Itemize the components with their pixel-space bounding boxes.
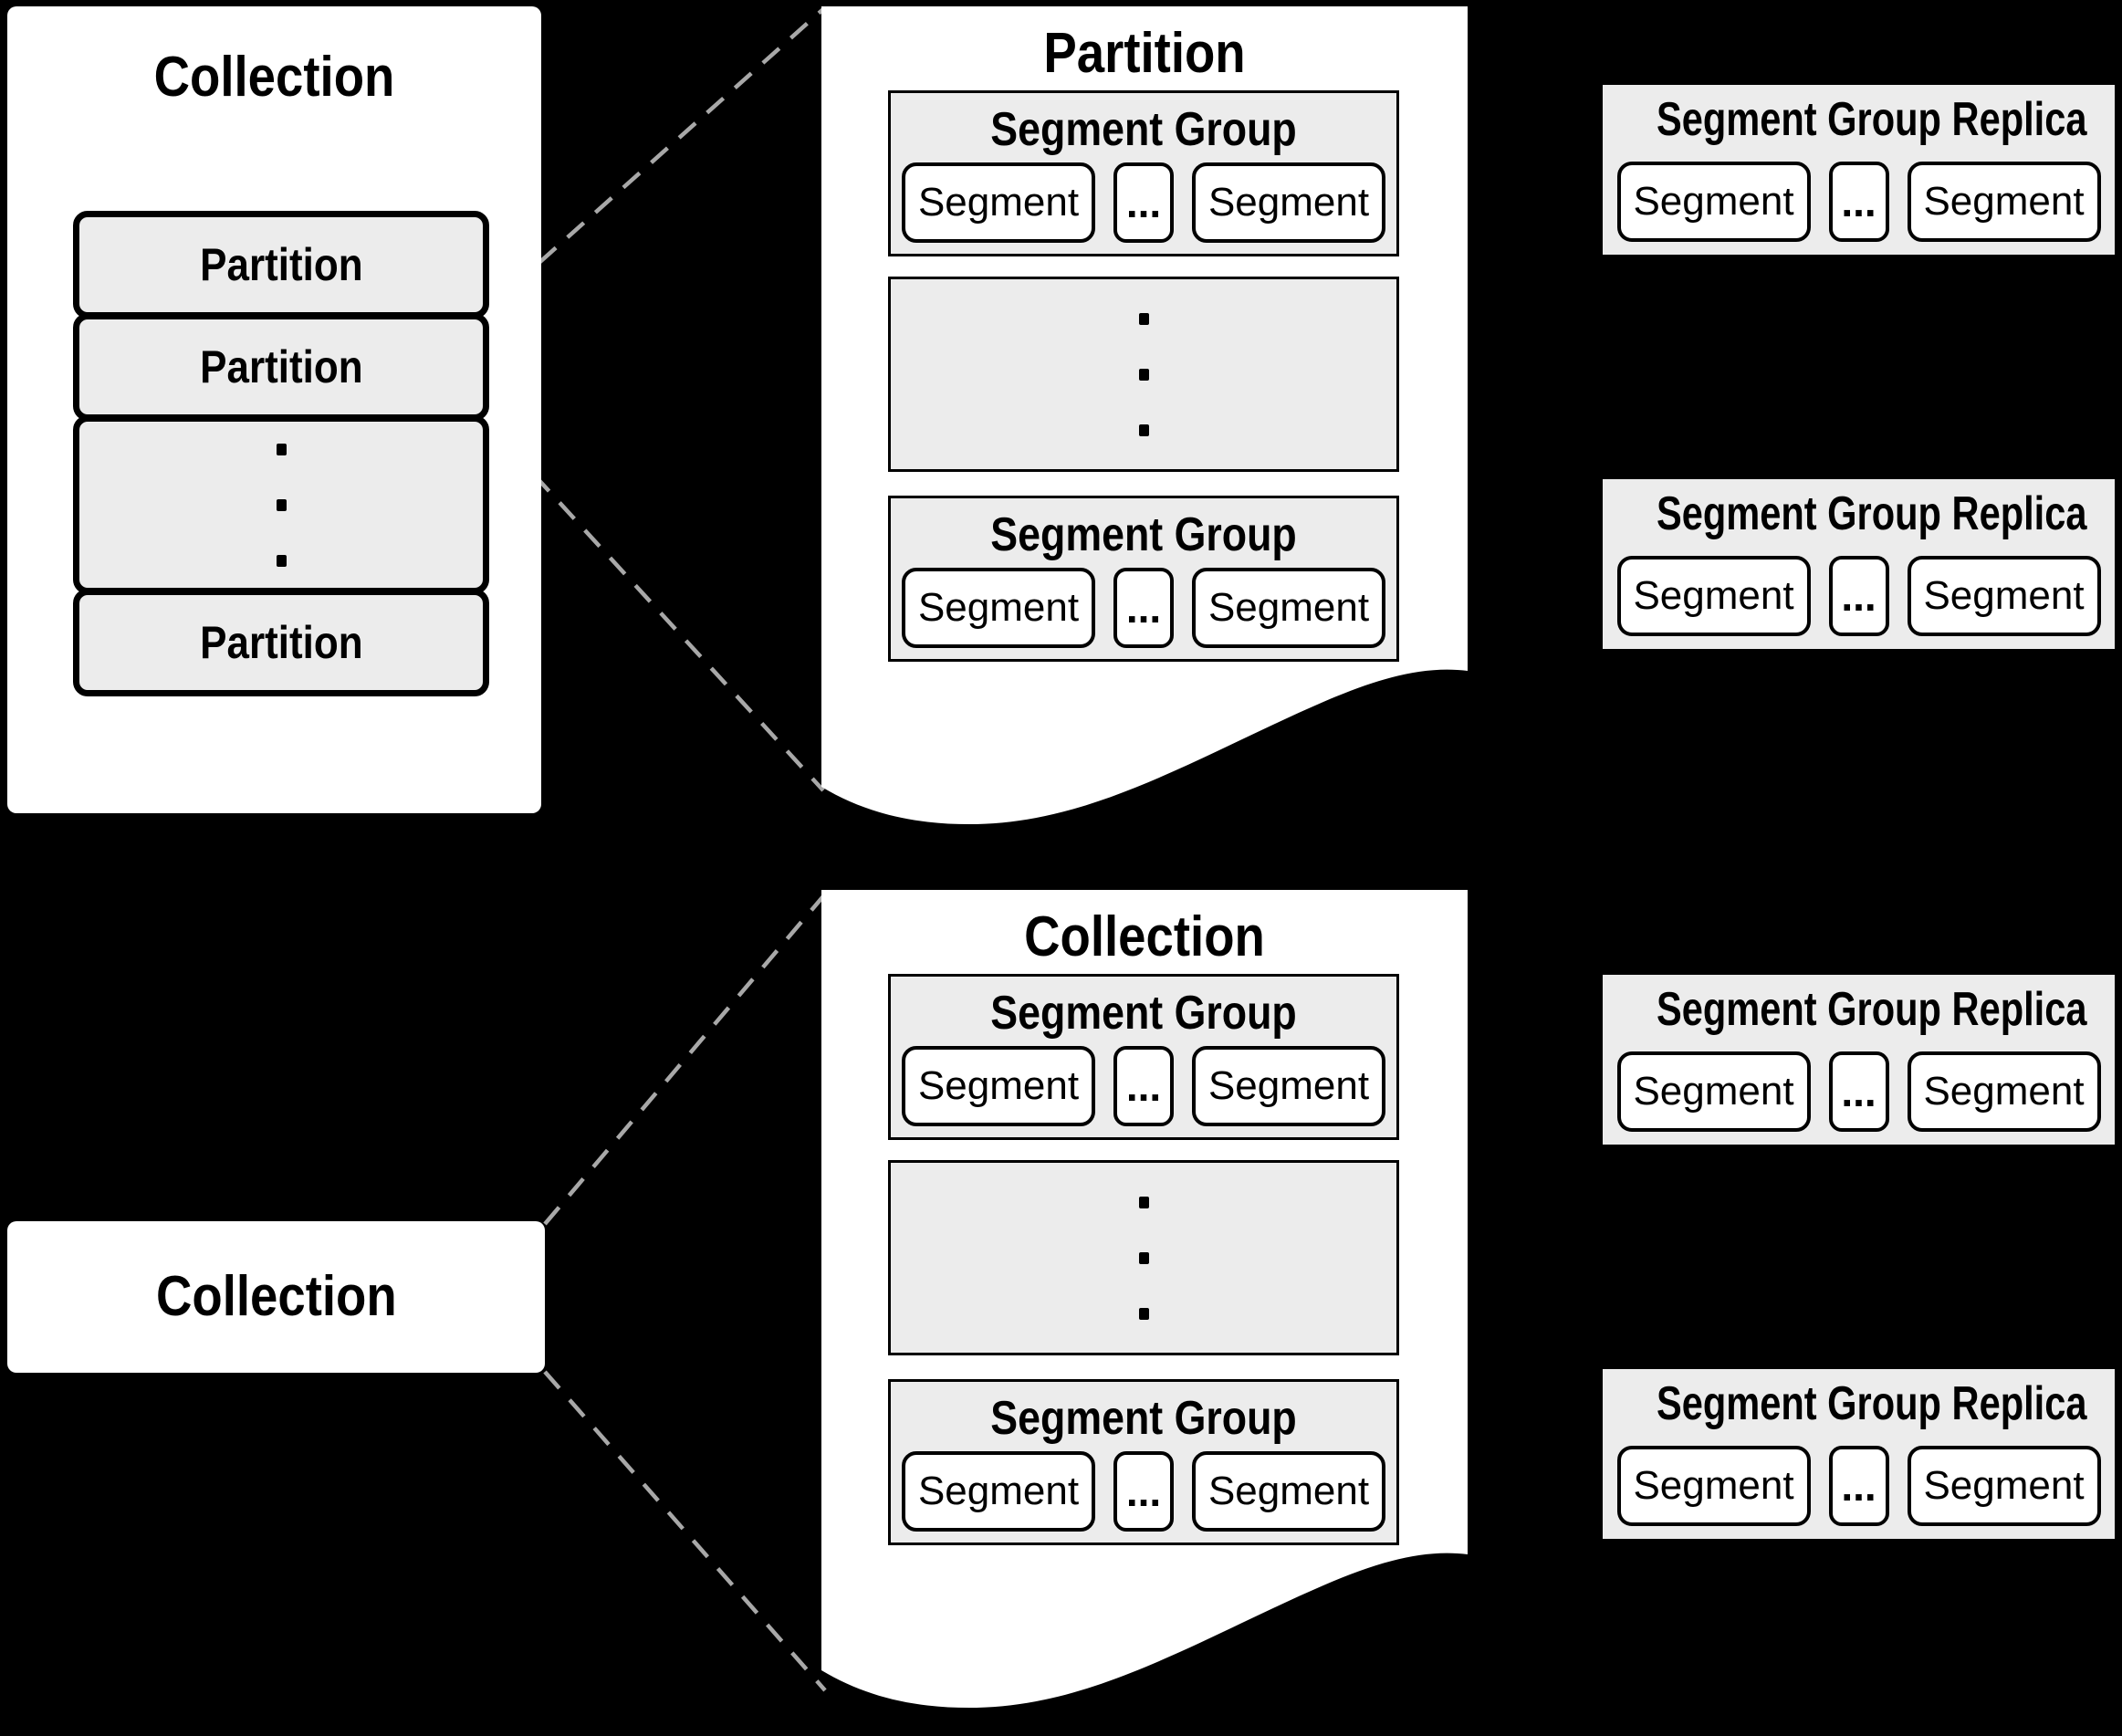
segment-group-replica-2: Segment Group Replica Segment ... Segmen… (1600, 476, 2117, 652)
segment-box: Segment (902, 1046, 1095, 1126)
segment-box: Segment (1616, 1051, 1811, 1132)
segment-box: Segment (1616, 1446, 1811, 1526)
segment-group-replica-3: Segment Group Replica Segment ... Segmen… (1600, 972, 2117, 1147)
vertical-ellipsis-dots (276, 443, 287, 567)
segment-ellipsis-box: ... (1113, 162, 1174, 243)
segment-box: Segment (902, 162, 1095, 243)
segment-box: Segment (1192, 568, 1385, 648)
segment-group-replica-1: Segment Group Replica Segment ... Segmen… (1600, 82, 2117, 257)
vertical-ellipsis-dots (1138, 312, 1149, 436)
segment-box: Segment (1192, 1451, 1385, 1532)
segment-box: Segment (1192, 162, 1385, 243)
segment-group-box-2: Segment Group Segment ... Segment (888, 496, 1399, 662)
segment-group-ellipsis-panel (888, 1160, 1399, 1355)
segment-ellipsis-box: ... (1828, 556, 1889, 636)
segment-group-title: Segment Group (990, 103, 1297, 156)
segment-ellipsis-box: ... (1113, 1451, 1174, 1532)
segment-ellipsis-box: ... (1113, 1046, 1174, 1126)
segment-row: Segment ... Segment (1603, 1446, 2115, 1526)
collection-overview-panel: Collection Partition Partition Partition (7, 6, 541, 813)
partition-row-1: Partition (73, 211, 489, 319)
segment-box: Segment (1192, 1046, 1385, 1126)
segment-row: Segment ... Segment (891, 162, 1396, 243)
vertical-ellipsis-dots (1138, 1196, 1149, 1320)
replica-title: Segment Group Replica (1656, 1377, 2087, 1430)
segment-box: Segment (1616, 162, 1811, 242)
segment-row: Segment ... Segment (891, 1451, 1396, 1532)
collection-detail-title: Collection (1024, 905, 1265, 968)
segment-box: Segment (902, 1451, 1095, 1532)
partition-row-2: Partition (73, 313, 489, 421)
collection-label-title: Collection (155, 1264, 397, 1328)
replica-title: Segment Group Replica (1656, 983, 2087, 1036)
replica-title: Segment Group Replica (1656, 487, 2087, 540)
collection-overview-title: Collection (153, 46, 395, 109)
connector-collection-bottom (543, 1370, 827, 1692)
segment-ellipsis-box: ... (1113, 568, 1174, 648)
segment-row: Segment ... Segment (891, 568, 1396, 648)
partition-row-2-label: Partition (199, 341, 363, 392)
collection-label-panel: Collection (7, 1221, 545, 1373)
partition-detail-title: Partition (1043, 22, 1246, 85)
segment-row: Segment ... Segment (891, 1046, 1396, 1126)
replica-title: Segment Group Replica (1656, 93, 2087, 146)
segment-group-replica-4: Segment Group Replica Segment ... Segmen… (1600, 1366, 2117, 1542)
segment-ellipsis-box: ... (1828, 1446, 1889, 1526)
segment-box: Segment (1907, 1051, 2101, 1132)
partition-detail-sheet: Partition Segment Group Segment ... Segm… (821, 6, 1468, 864)
segment-group-box-1: Segment Group Segment ... Segment (888, 974, 1399, 1140)
segment-box: Segment (1616, 556, 1811, 636)
segment-row: Segment ... Segment (1603, 1051, 2115, 1132)
segment-group-box-1: Segment Group Segment ... Segment (888, 90, 1399, 256)
segment-row: Segment ... Segment (1603, 556, 2115, 636)
segment-ellipsis-box: ... (1828, 162, 1889, 242)
connector-collection-top (543, 894, 825, 1226)
collection-detail-sheet: Collection Segment Group Segment ... Seg… (821, 890, 1468, 1736)
segment-row: Segment ... Segment (1603, 162, 2115, 242)
segment-group-ellipsis-panel (888, 277, 1399, 472)
segment-box: Segment (1907, 162, 2101, 242)
segment-group-title: Segment Group (990, 1392, 1297, 1445)
partition-row-1-label: Partition (199, 239, 363, 290)
partition-row-3-label: Partition (199, 617, 363, 668)
segment-box: Segment (1907, 1446, 2101, 1526)
partition-ellipsis-panel (73, 415, 489, 594)
segment-group-box-2: Segment Group Segment ... Segment (888, 1379, 1399, 1545)
segment-ellipsis-box: ... (1828, 1051, 1889, 1132)
segment-group-title: Segment Group (990, 987, 1297, 1040)
segment-group-title: Segment Group (990, 508, 1297, 561)
segment-box: Segment (902, 568, 1095, 648)
partition-row-3: Partition (73, 589, 489, 696)
segment-box: Segment (1907, 556, 2101, 636)
